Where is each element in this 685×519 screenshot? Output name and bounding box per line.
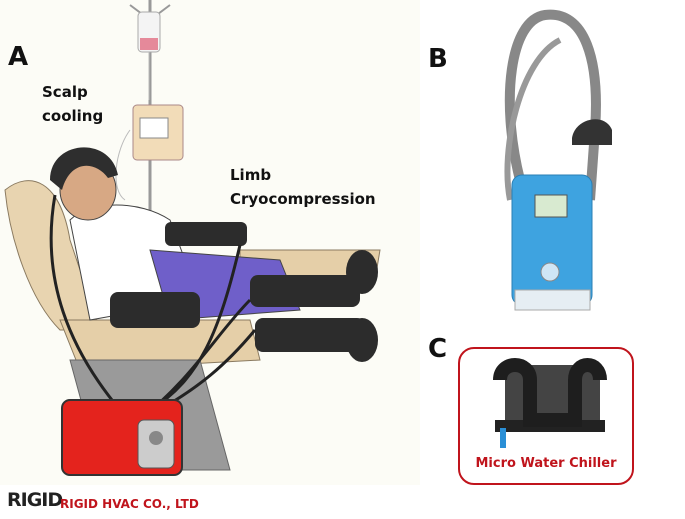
limb-caption-line2: Cryocompression (230, 190, 376, 208)
scalp-cooling-caption: Scalp cooling (42, 80, 103, 128)
panel-c-label: C (428, 334, 448, 364)
chiller-frame: Micro Water Chiller (458, 347, 634, 485)
scalp-caption-line2: cooling (42, 107, 104, 125)
device-b (504, 9, 612, 311)
scalp-caption-line1: Scalp (42, 83, 88, 101)
cryo-cuffs (110, 222, 378, 362)
micro-water-chiller (493, 358, 607, 448)
limb-caption-line1: Limb (230, 166, 272, 184)
company-name: RIGID HVAC CO., LTD (60, 497, 199, 511)
chiller-caption: Micro Water Chiller (475, 456, 617, 471)
cooling-unit (61, 399, 183, 476)
limb-cryo-caption: Limb Cryocompression (230, 163, 376, 211)
panel-b-label: B (428, 44, 448, 74)
rigid-logo: RIGID (7, 489, 63, 511)
iv-pole (115, 0, 184, 470)
panel-a-label: A (8, 42, 29, 72)
